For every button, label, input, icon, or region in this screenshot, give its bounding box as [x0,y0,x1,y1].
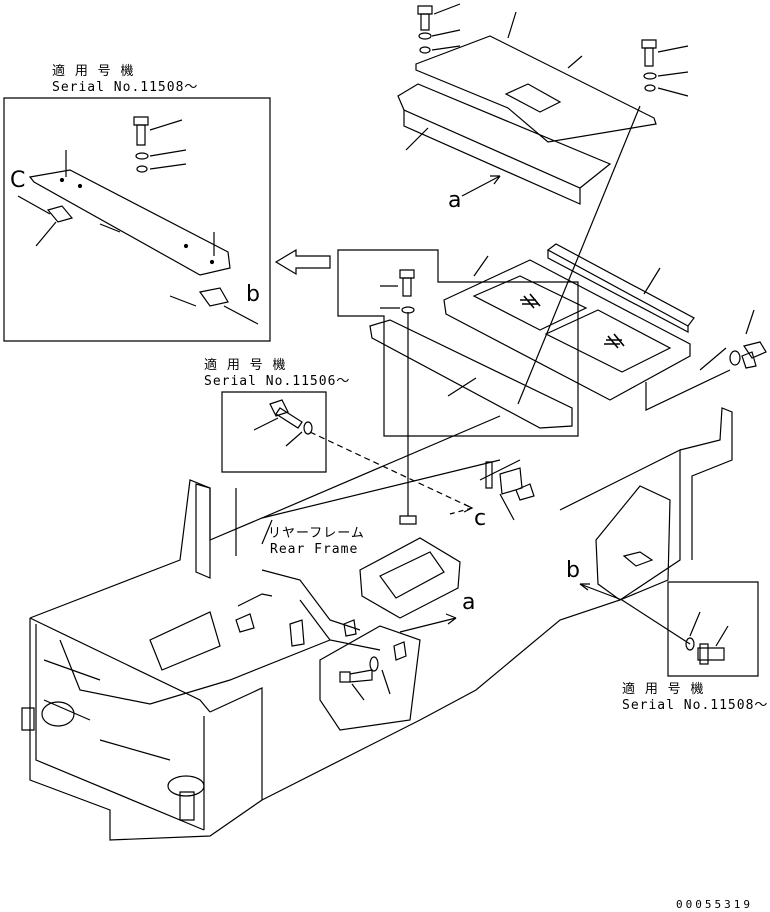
rear-frame-label-en: Rear Frame [270,542,359,557]
serial-note-bottom-right-en: Serial No.11508～ [622,698,769,713]
filter-box [444,260,690,400]
bolt-icon [742,342,766,368]
bracket-part [370,320,572,428]
inset-frame-middle [222,392,326,472]
inset-center [338,250,578,524]
drawing-number: 00055319 [676,898,753,911]
washer-icon [419,33,431,39]
mesh-icon [520,294,624,348]
washer-icon [136,153,148,159]
callout-c-frame: c [474,506,487,531]
arrow-icon [580,584,590,590]
serial-note-middle-en: Serial No.11506～ [204,374,351,389]
bracket-part [30,170,230,275]
washer-icon [137,166,147,172]
bolt-icon [134,117,148,145]
rear-frame-label-jp: リヤーフレーム [268,526,365,541]
filter-panel-right [546,310,670,372]
top-cover-plate [416,36,656,142]
washer-icon [644,73,656,79]
arrow-icon [464,504,472,512]
arrow-icon [446,614,456,624]
bolt-icon [698,644,724,664]
serial-note-top-left-jp: 適 用 号 機 [52,64,135,79]
bolt-icon [270,400,302,428]
rail-part [548,244,694,326]
inset-bottom-right [668,582,758,676]
washer-icon [686,638,694,650]
washer-icon [370,657,378,671]
arrow-icon [276,250,330,274]
serial-note-middle-jp: 適 用 号 機 [204,358,287,373]
bolt-icon [340,670,372,682]
inset-frame-center [338,250,578,436]
rear-frame [22,408,732,840]
upper-cover-assembly [398,4,688,204]
filter-panel-left [474,276,586,330]
washer-icon [645,85,655,91]
lower-cover-plate [398,84,610,188]
washer-icon [304,422,312,434]
inset-frame-bottom-right [668,582,758,676]
callout-a-lower: a [462,590,476,615]
callout-b-inset: b [246,282,260,307]
washer-icon [420,47,430,53]
mount-part [360,538,460,618]
filter-box-assembly [444,106,766,410]
serial-note-top-left-en: Serial No.11508～ [52,80,199,95]
bolt-icon [400,270,414,296]
callout-a-upper: a [448,188,462,213]
callout-b-frame: b [566,558,580,583]
callout-c-inset: C [10,168,26,193]
serial-note-bottom-right-jp: 適 用 号 機 [622,682,705,697]
inset-top-left [4,98,330,341]
inset-middle [222,392,472,508]
bolt-icon [642,40,656,66]
arrow-icon [490,176,500,184]
bolt-icon [418,6,432,30]
washer-icon [730,351,740,365]
inset-frame-top-left [4,98,270,341]
